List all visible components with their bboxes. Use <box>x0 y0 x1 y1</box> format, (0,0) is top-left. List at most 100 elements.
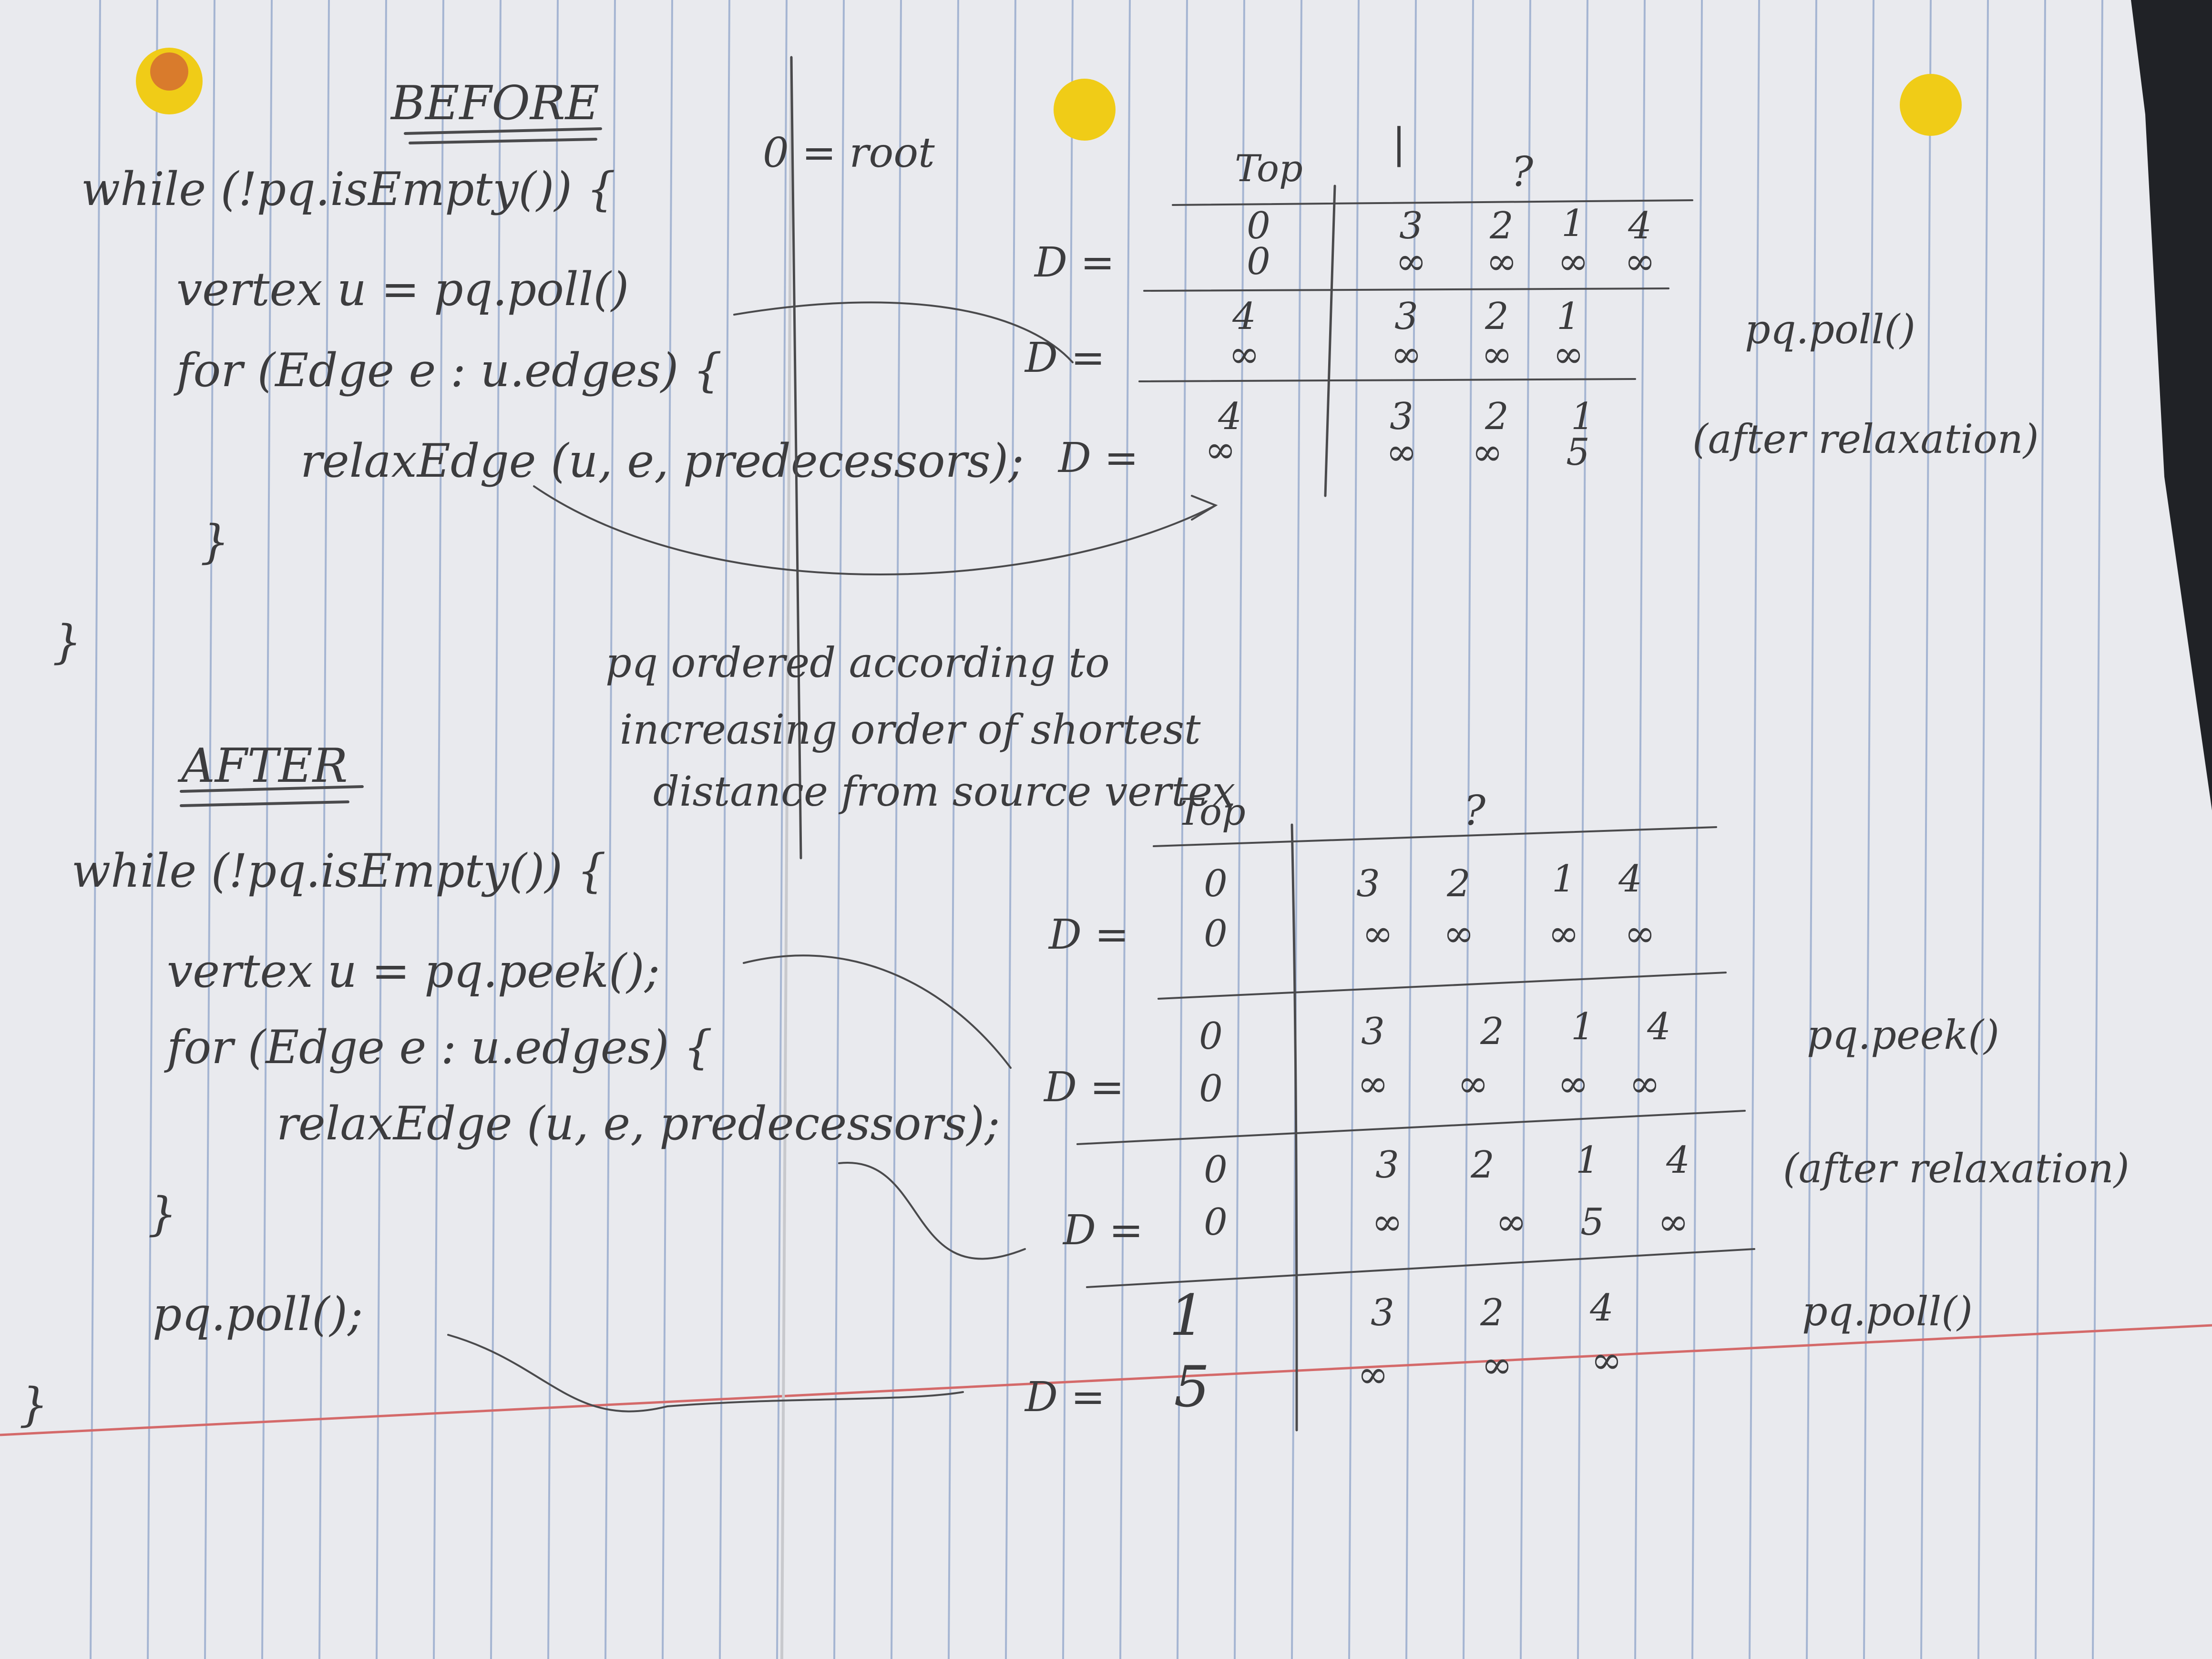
ruled-lines <box>90 0 2103 1659</box>
pq-note-line-2: increasing order of shortest <box>620 706 1201 754</box>
after-row4-v1: 3 <box>1371 1291 1394 1334</box>
after-row3-prefix: D = <box>1062 1207 1143 1254</box>
after-row3-top-vertex: 0 <box>1204 1148 1228 1191</box>
after-row2-v1: 3 <box>1361 1010 1385 1053</box>
before-row1-d1: ∞ <box>1396 240 1427 283</box>
after-row2-line <box>1076 1110 1746 1145</box>
paper-fold <box>780 57 793 1659</box>
after-row1-d2: ∞ <box>1444 912 1475 955</box>
after-code-line-3: for (Edge e : u.edges) { <box>164 1021 713 1074</box>
before-code-line-5: } <box>200 515 229 569</box>
after-heading: AFTER <box>177 739 348 793</box>
after-table-header-line <box>1153 826 1717 847</box>
after-row2-d2: ∞ <box>1458 1063 1489 1106</box>
after-code-line-6: pq.poll(); <box>153 1288 363 1341</box>
after-row4-d1: ∞ <box>1358 1353 1389 1396</box>
after-row3-d1: ∞ <box>1372 1201 1403 1244</box>
after-code-line-2: vertex u = pq.peek(); <box>167 944 660 998</box>
margin-line <box>0 1324 2212 1436</box>
before-code-line-2: vertex u = pq.poll() <box>176 263 629 316</box>
after-row3-d4: ∞ <box>1658 1201 1689 1244</box>
sticker-dot-right <box>1900 74 1962 136</box>
after-table-q-label: ? <box>1464 787 1486 835</box>
before-row1-d2: ∞ <box>1486 240 1517 283</box>
before-row2-d1: ∞ <box>1391 333 1422 376</box>
after-row3-d2: ∞ <box>1496 1201 1527 1244</box>
arrow-poll-to-table <box>447 1334 964 1413</box>
before-row2-prefix: D = <box>1024 334 1105 382</box>
pq-note-line-1: pq ordered according to <box>605 639 1110 687</box>
arrow-poll-to-table <box>733 301 1074 363</box>
before-row3-v1: 3 <box>1390 395 1413 438</box>
arrow-relax-after <box>838 1162 1026 1260</box>
after-row4-d3: ∞ <box>1591 1339 1622 1382</box>
after-row3-v1: 3 <box>1375 1144 1399 1187</box>
after-code-line-4: relaxEdge (u, e, predecessors); <box>276 1097 1000 1150</box>
before-row2-note: pq.poll() <box>1745 306 1915 353</box>
after-row4-note: pq.poll() <box>1802 1288 1973 1335</box>
sticker-dot-middle <box>1054 79 1116 141</box>
after-row1-top-dist: 0 <box>1204 912 1228 955</box>
before-row3-d1: ∞ <box>1386 431 1417 474</box>
sticker-dot-left-detail <box>150 52 188 91</box>
after-code-line-7: } <box>19 1378 48 1432</box>
after-row3-d3: 5 <box>1580 1201 1604 1244</box>
before-row1-d3: ∞ <box>1558 240 1589 283</box>
arrow-peek-to-table <box>743 954 1012 1069</box>
before-row3-prefix: D = <box>1057 434 1138 482</box>
before-row1-top-vertex: 0 <box>1247 205 1270 247</box>
after-row2-note: pq.peek() <box>1807 1012 1999 1058</box>
after-row3-v4: 4 <box>1666 1139 1690 1182</box>
before-row2-v1: 3 <box>1394 295 1418 338</box>
after-row4-top-vertex: 1 <box>1169 1282 1205 1348</box>
before-table-marker: | <box>1392 120 1406 167</box>
after-row1-v4: 4 <box>1618 858 1642 901</box>
before-row3-note: (after relaxation) <box>1692 416 2039 462</box>
before-row1-d4: ∞ <box>1625 240 1656 283</box>
after-row2-top-vertex: 0 <box>1199 1015 1223 1058</box>
after-row1-d1: ∞ <box>1362 912 1393 955</box>
before-row3-d3: 5 <box>1566 431 1590 474</box>
after-row3-note: (after relaxation) <box>1783 1145 2130 1192</box>
before-table-q-label: ? <box>1511 148 1534 196</box>
before-row2-line <box>1138 378 1636 382</box>
after-row4-top-dist: 5 <box>1174 1354 1209 1420</box>
before-row2-top-vertex: 4 <box>1232 295 1256 338</box>
before-code-line-6: } <box>52 615 82 669</box>
pq-note-line-3: distance from source vertex <box>653 768 1235 816</box>
before-code-line-4: relaxEdge (u, e, predecessors); <box>300 434 1024 488</box>
after-row1-v2: 2 <box>1446 862 1471 905</box>
before-heading: BEFORE <box>390 76 599 131</box>
before-row3-top-vertex: 4 <box>1218 395 1242 438</box>
after-row1-line <box>1157 972 1727 1000</box>
after-code-line-1: while (!pq.isEmpty()) { <box>72 844 606 898</box>
after-row2-d3: ∞ <box>1558 1063 1589 1106</box>
after-row4-d2: ∞ <box>1482 1344 1513 1387</box>
after-row2-v3: 1 <box>1571 1005 1595 1048</box>
after-row2-v2: 2 <box>1480 1010 1504 1053</box>
before-row1-line <box>1143 287 1669 292</box>
after-row1-prefix: D = <box>1048 911 1129 959</box>
after-row2-prefix: D = <box>1043 1064 1124 1111</box>
after-row4-prefix: D = <box>1024 1373 1105 1421</box>
after-table-top-divider <box>1290 823 1298 1432</box>
after-row3-v3: 1 <box>1576 1139 1599 1182</box>
before-row1-v1: 3 <box>1399 205 1423 247</box>
root-note: 0 = root <box>763 129 935 177</box>
after-row1-d3: ∞ <box>1548 912 1579 955</box>
before-code-line-3: for (Edge e : u.edges) { <box>174 344 722 397</box>
after-row3-top-dist: 0 <box>1204 1201 1228 1244</box>
after-row4-v3: 4 <box>1589 1287 1614 1330</box>
after-row3-v2: 2 <box>1470 1144 1495 1187</box>
before-row2-d2: ∞ <box>1482 333 1513 376</box>
after-row1-v1: 3 <box>1356 862 1380 905</box>
before-row1-top-dist: 0 <box>1247 240 1270 283</box>
before-row3-v2: 2 <box>1485 395 1509 438</box>
after-row2-d1: ∞ <box>1358 1063 1389 1106</box>
before-row1-v4: 4 <box>1628 205 1652 247</box>
after-row2-v4: 4 <box>1647 1005 1671 1048</box>
before-row3-top-dist: ∞ <box>1205 429 1236 471</box>
before-row3-v3: 1 <box>1571 395 1595 438</box>
